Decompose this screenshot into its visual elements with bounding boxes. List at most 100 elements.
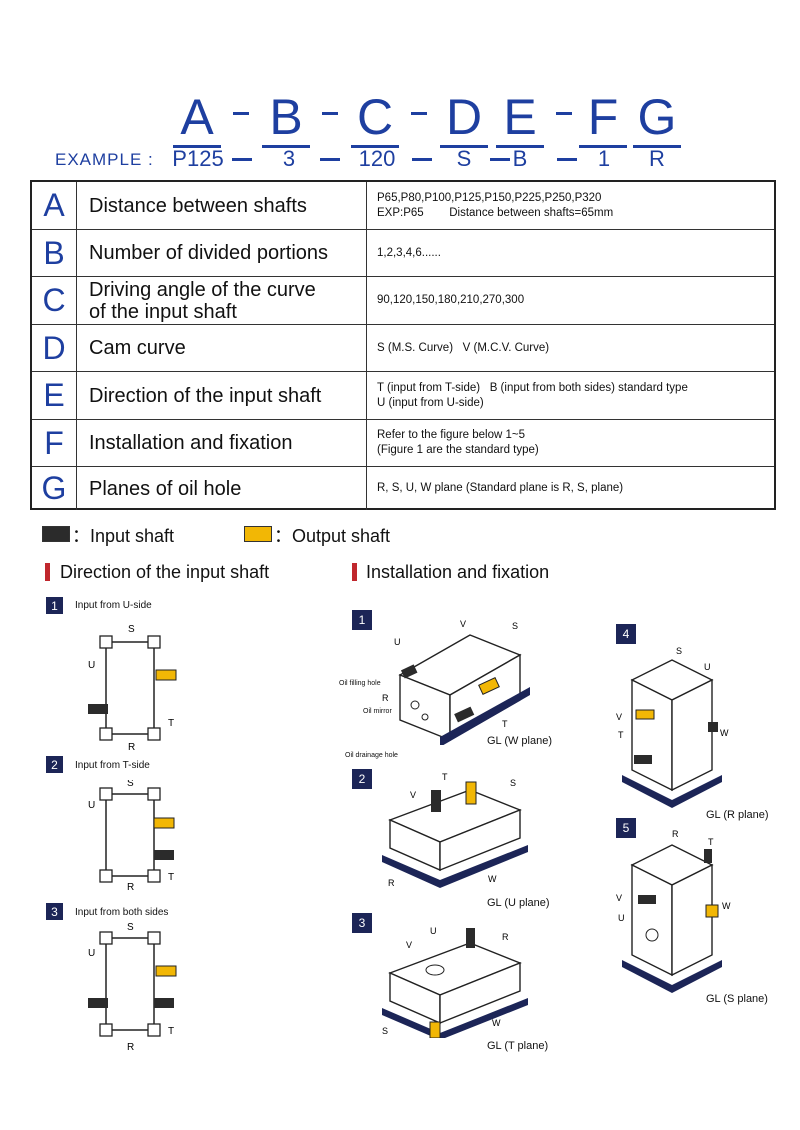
svg-text:R: R bbox=[382, 693, 389, 703]
example-value: P125 bbox=[172, 146, 224, 171]
row-name: Distance between shafts bbox=[77, 182, 367, 229]
row-desc-line: 90,120,150,180,210,270,300 bbox=[377, 294, 525, 306]
example-label: EXAMPLE : bbox=[55, 150, 154, 169]
install-caption-1: GL (W plane) bbox=[487, 735, 553, 747]
install-number-3: 3 bbox=[352, 913, 372, 933]
row-desc-line: S (M.S. Curve) V (M.C.V. Curve) bbox=[377, 341, 550, 354]
svg-text:T: T bbox=[168, 872, 174, 883]
svg-text:W: W bbox=[722, 901, 731, 911]
output-shaft bbox=[478, 677, 500, 695]
svg-text:S: S bbox=[512, 621, 518, 631]
svg-text:S: S bbox=[127, 780, 134, 789]
code-dash bbox=[233, 112, 249, 115]
direction-number-3: 3 bbox=[46, 903, 63, 920]
row-letter: A bbox=[32, 182, 77, 229]
direction-diagram-t-side: S U T R bbox=[88, 780, 175, 890]
table-row: F Installation and fixation Refer to the… bbox=[32, 419, 774, 466]
row-desc: 90,120,150,180,210,270,300 bbox=[367, 277, 774, 324]
svg-text:R: R bbox=[127, 882, 134, 890]
code-letter-e: E bbox=[494, 92, 546, 148]
output-shaft bbox=[635, 709, 655, 720]
input-shaft bbox=[634, 755, 652, 764]
row-desc: S (M.S. Curve) V (M.C.V. Curve) bbox=[367, 325, 774, 371]
direction-title: Direction of the input shaft bbox=[60, 562, 270, 582]
code-dash bbox=[556, 112, 572, 115]
example-dash bbox=[320, 158, 340, 161]
row-desc: R, S, U, W plane (Standard plane is R, S… bbox=[367, 467, 774, 510]
svg-text:S: S bbox=[676, 646, 682, 656]
row-desc-line: (Figure 1 are the standard type) bbox=[377, 444, 539, 456]
row-desc-line: 1,2,3,4,6...... bbox=[377, 246, 441, 259]
row-desc-line: P65,P80,P100,P125,P150,P225,P250,P320 bbox=[377, 191, 602, 204]
direction-label-2: Input from T-side bbox=[75, 760, 150, 771]
section-marker bbox=[45, 563, 50, 581]
example-value: 1 bbox=[597, 146, 611, 171]
spec-table: A Distance between shafts P65,P80,P100,P… bbox=[30, 180, 776, 510]
install-caption-2: GL (U plane) bbox=[487, 897, 550, 909]
row-name: Installation and fixation bbox=[77, 420, 367, 466]
table-row: G Planes of oil hole R, S, U, W plane (S… bbox=[32, 466, 774, 510]
install-diagram-s-plane: R T V U W bbox=[616, 829, 731, 993]
direction-label-1: Input from U-side bbox=[75, 600, 152, 611]
oil-mirror-callout: Oil mirror bbox=[363, 708, 392, 715]
row-name: Direction of the input shaft bbox=[77, 372, 367, 419]
install-number-4: 4 bbox=[616, 624, 636, 644]
output-shaft-legend: ：Output shaft bbox=[274, 526, 391, 546]
row-desc-line: U (input from U-side) bbox=[377, 396, 484, 409]
output-shaft bbox=[705, 904, 719, 918]
code-dash bbox=[322, 112, 338, 115]
install-diagram-r-plane: S U V T W bbox=[616, 646, 729, 808]
input-shaft bbox=[638, 895, 656, 904]
install-number-1: 1 bbox=[352, 610, 372, 630]
row-letter: C bbox=[32, 277, 77, 324]
row-letter: G bbox=[32, 467, 77, 510]
side-label-s: S bbox=[128, 624, 135, 635]
example-dash bbox=[412, 158, 432, 161]
svg-text:U: U bbox=[430, 926, 437, 936]
example-value: S bbox=[456, 146, 472, 171]
install-diagram-w-plane: V S U R T bbox=[382, 619, 530, 745]
output-shaft-swatch bbox=[244, 526, 272, 542]
input-shaft bbox=[431, 790, 441, 812]
svg-text:U: U bbox=[88, 800, 95, 811]
code-letter-f: F bbox=[577, 92, 629, 148]
svg-text:R: R bbox=[388, 878, 395, 888]
row-letter: E bbox=[32, 372, 77, 419]
row-desc-line: EXP:P65 Distance between shafts=65mm bbox=[377, 206, 614, 219]
svg-text:V: V bbox=[616, 893, 622, 903]
svg-text:U: U bbox=[704, 662, 711, 672]
svg-text:T: T bbox=[708, 837, 714, 847]
svg-text:U: U bbox=[618, 913, 625, 923]
row-desc-line: T (input from T-side) B (input from both… bbox=[377, 381, 688, 394]
example-value: 3 bbox=[282, 146, 296, 171]
section-marker bbox=[352, 563, 357, 581]
side-label-u: U bbox=[88, 660, 95, 671]
input-shaft-swatch bbox=[42, 526, 70, 542]
table-row: D Cam curve S (M.S. Curve) V (M.C.V. Cur… bbox=[32, 324, 774, 371]
code-letter-b: B bbox=[260, 92, 312, 148]
row-name: Planes of oil hole bbox=[77, 467, 367, 510]
input-shaft bbox=[466, 928, 475, 948]
svg-text:W: W bbox=[492, 1018, 501, 1028]
svg-text:S: S bbox=[382, 1026, 388, 1036]
table-row: A Distance between shafts P65,P80,P100,P… bbox=[32, 182, 774, 229]
input-shaft bbox=[88, 704, 108, 714]
example-value: B bbox=[512, 146, 528, 171]
row-letter: D bbox=[32, 325, 77, 371]
installation-title: Installation and fixation bbox=[366, 562, 550, 582]
svg-text:T: T bbox=[618, 730, 624, 740]
svg-text:V: V bbox=[460, 619, 466, 629]
svg-text:R: R bbox=[127, 1042, 134, 1053]
svg-text:V: V bbox=[616, 712, 622, 722]
row-desc-line: Refer to the figure below 1~5 bbox=[377, 429, 525, 441]
row-desc: P65,P80,P100,P125,P150,P225,P250,P320 EX… bbox=[367, 182, 774, 229]
row-name: Cam curve bbox=[77, 325, 367, 371]
install-number-2: 2 bbox=[352, 769, 372, 789]
output-shaft bbox=[465, 781, 477, 805]
svg-text:R: R bbox=[502, 932, 509, 942]
example-value: 120 bbox=[358, 146, 396, 171]
input-shaft-legend: ：Input shaft bbox=[72, 526, 175, 546]
example-value: R bbox=[649, 146, 665, 171]
housing-outline bbox=[105, 641, 155, 735]
svg-text:W: W bbox=[488, 874, 497, 884]
